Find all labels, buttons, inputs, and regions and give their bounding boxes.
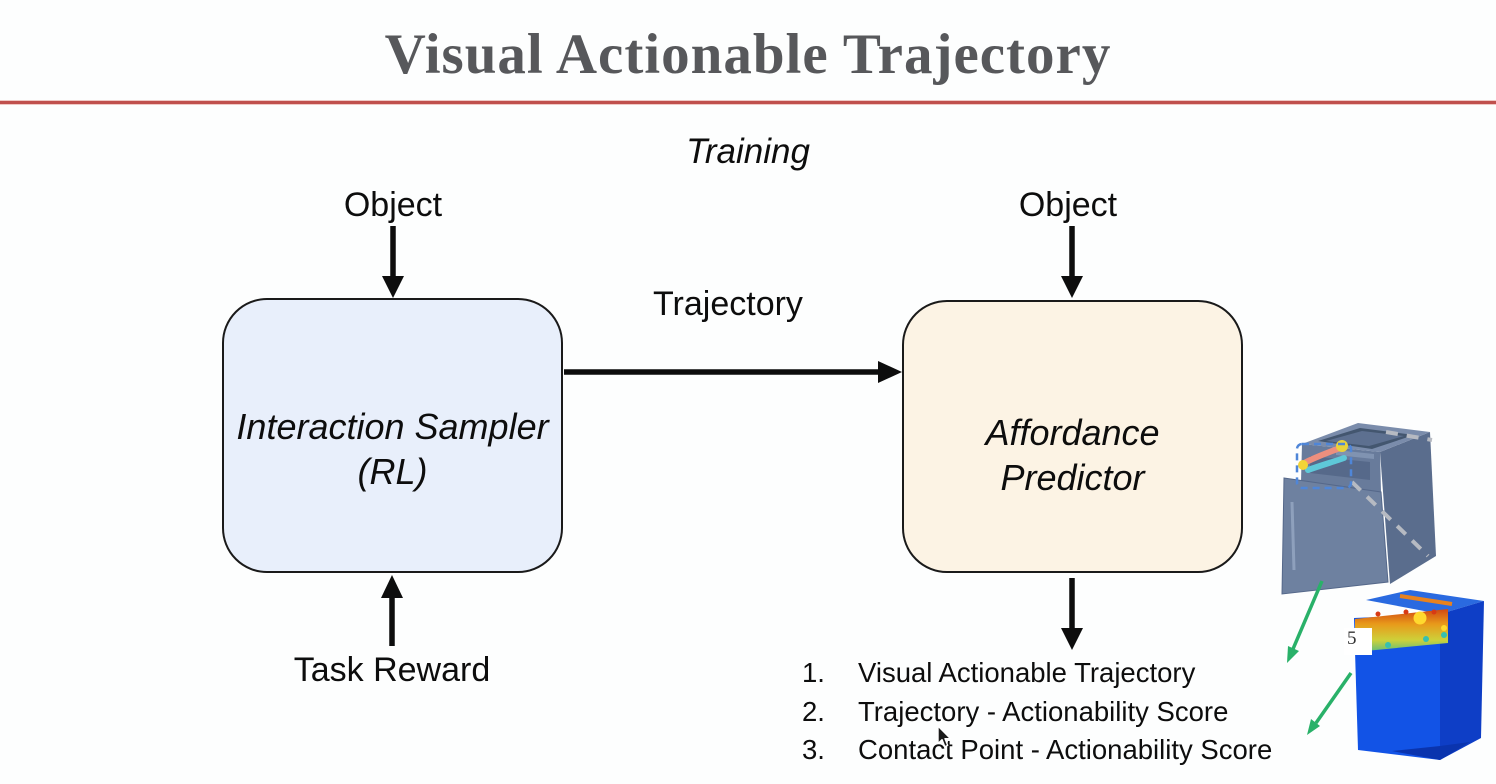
arrow-task-reward-to-sampler: [381, 575, 403, 646]
list-item: 2. Trajectory - Actionability Score: [790, 693, 1272, 732]
list-item-number: 2.: [802, 695, 825, 727]
node-affordance-predictor: Affordance Predictor: [902, 300, 1243, 573]
list-item-text: Visual Actionable Trajectory: [858, 657, 1196, 688]
arrow-predictor-to-outputs: [1061, 578, 1083, 650]
list-item: 1. Visual Actionable Trajectory: [790, 654, 1272, 693]
label-trajectory: Trajectory: [653, 285, 803, 323]
label-task-reward: Task Reward: [293, 651, 491, 689]
interaction-sampler-sublabel: (RL): [357, 450, 428, 492]
green-arrow-cabinet-to-item1: [1287, 580, 1324, 663]
list-item-number: 1.: [802, 657, 825, 688]
outputs-list: 1. Visual Actionable Trajectory 2. Traje…: [790, 654, 1272, 770]
page-title: Visual Actionable Trajectory: [384, 23, 1112, 86]
label-object-right: Object: [1018, 186, 1118, 224]
label-object-left: Object: [343, 186, 443, 224]
affordance-predictor-label: Affordance: [985, 411, 1160, 453]
pointcloud-render-icon: [1354, 590, 1484, 760]
arrow-object-to-sampler: [382, 226, 404, 298]
title-divider-line: [0, 101, 1496, 104]
interaction-sampler-label: Interaction Sampler: [236, 405, 549, 447]
phase-label-training: Training: [686, 132, 810, 171]
affordance-predictor-sublabel: Predictor: [1000, 456, 1145, 498]
cabinet-render-icon: [1281, 423, 1436, 595]
list-item-number: 3.: [802, 734, 825, 766]
list-item-text: Trajectory - Actionability Score: [858, 695, 1229, 727]
arrow-object-to-predictor: [1061, 226, 1083, 298]
node-interaction-sampler: Interaction Sampler (RL): [222, 298, 563, 573]
list-item-text: Contact Point - Actionability Score: [858, 734, 1273, 766]
list-item: 3. Contact Point - Actionability Score: [790, 731, 1272, 770]
figure-fragment-label: 5: [1344, 628, 1372, 655]
arrow-trajectory-sampler-to-predictor: [564, 361, 902, 383]
green-arrow-pointcloud-to-item3: [1307, 671, 1353, 735]
